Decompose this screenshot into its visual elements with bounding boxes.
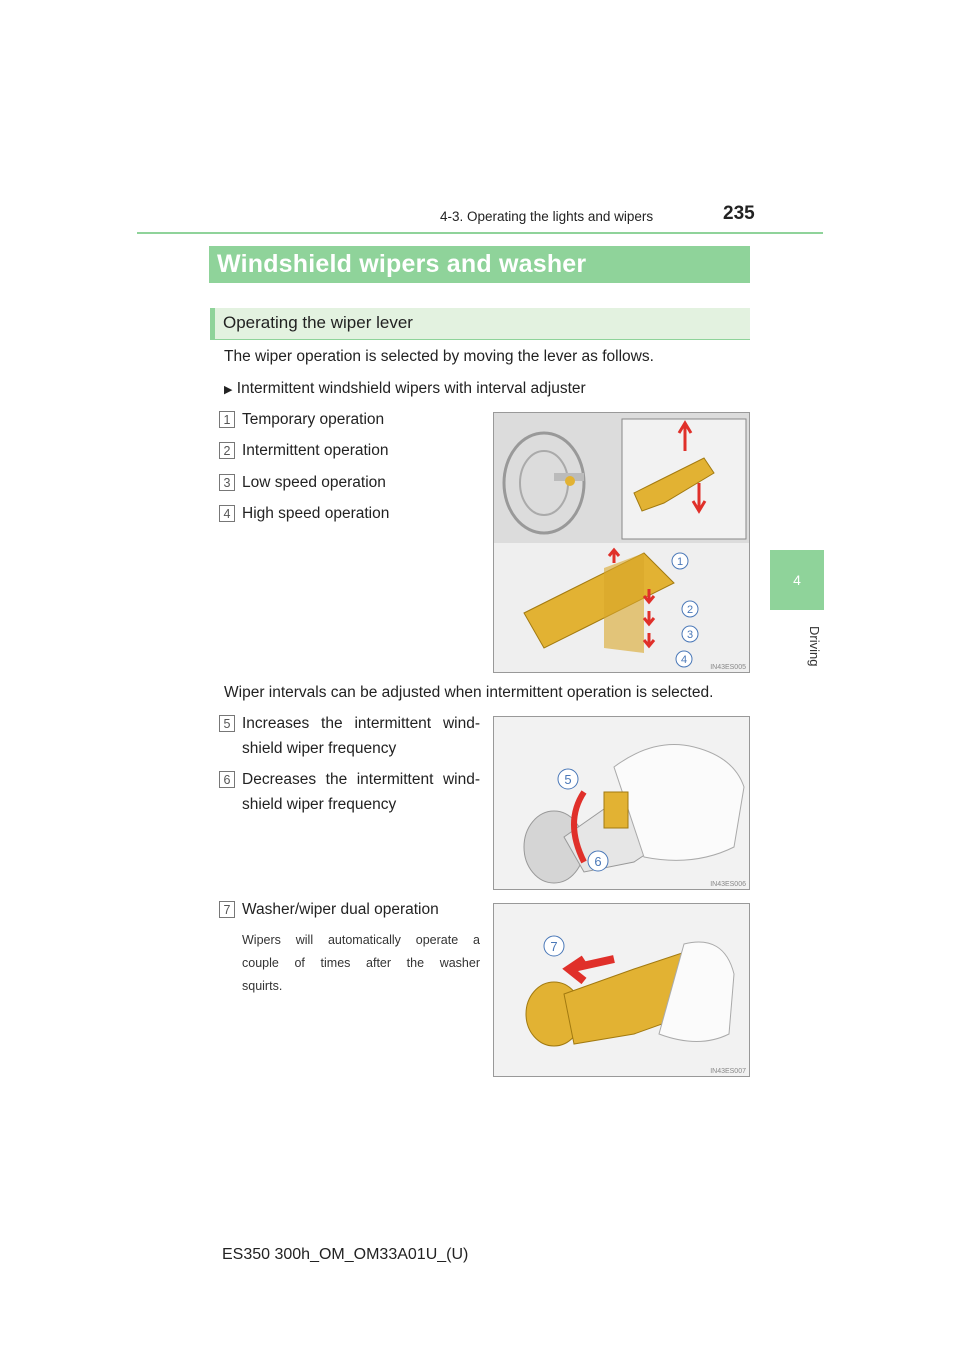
- subsection-title-bar: Operating the wiper lever: [210, 308, 750, 340]
- callout-number: 4: [219, 505, 235, 522]
- figure-code: IN43ES006: [710, 881, 746, 888]
- adjust-label-line2: shield wiper frequency: [242, 740, 397, 757]
- figure-code: IN43ES005: [710, 664, 746, 671]
- wiper-lever-drawing: 1 2 3 4 IN43ES005: [494, 413, 749, 672]
- wiper-lever-illustration: 1 2 3 4 IN43ES005: [493, 412, 750, 673]
- figure-code: IN43ES007: [710, 1068, 746, 1075]
- figure-callout: 4: [681, 654, 687, 666]
- intro-text: The wiper operation is selected by movin…: [224, 348, 654, 365]
- chapter-label: Driving: [807, 625, 822, 667]
- figure-callout: 5: [564, 772, 571, 787]
- figure-callout: 1: [677, 556, 683, 568]
- washer-illustration: 7 IN43ES007: [493, 903, 750, 1077]
- adjust-label-line2: shield wiper frequency: [242, 796, 397, 813]
- adjust-label-line1: Decreases the intermittent wind-: [242, 771, 480, 788]
- running-header: 4-3. Operating the lights and wipers: [440, 209, 654, 224]
- callout-number: 1: [219, 411, 235, 428]
- section-title-bar: Windshield wipers and washer: [209, 246, 750, 283]
- bullet-item: ▶ Intermittent windshield wipers with in…: [224, 378, 586, 401]
- document-code: ES350 300h_OM_OM33A01U_(U): [222, 1246, 469, 1263]
- washer-label: Washer/wiper dual operation: [242, 901, 439, 918]
- figure-callout: 6: [594, 854, 601, 869]
- callout-number: 7: [219, 901, 235, 918]
- washer-drawing: 7 IN43ES007: [494, 904, 749, 1076]
- washer-note-line: Wipers will automatically operate a: [242, 933, 480, 947]
- operation-label: High speed operation: [242, 505, 390, 522]
- triangle-bullet-icon: ▶: [224, 384, 233, 396]
- interval-adjuster-illustration: 5 6 IN43ES006: [493, 716, 750, 890]
- washer-note-line: couple of times after the washer: [242, 956, 480, 970]
- interval-note: Wiper intervals can be adjusted when int…: [224, 684, 714, 701]
- figure-callout: 3: [687, 629, 693, 641]
- callout-number: 5: [219, 715, 235, 732]
- operation-label: Temporary operation: [242, 411, 385, 428]
- chapter-tab: 4: [770, 550, 824, 610]
- callout-number: 6: [219, 771, 235, 788]
- section-title: Windshield wipers and washer: [217, 250, 587, 278]
- subsection-title: Operating the wiper lever: [223, 313, 413, 332]
- interval-adjuster-drawing: 5 6 IN43ES006: [494, 717, 749, 889]
- subsection-marker: [210, 308, 215, 339]
- header-rule: [137, 232, 823, 234]
- figure-callout: 7: [550, 939, 557, 954]
- adjust-label-line1: Increases the intermittent wind-: [242, 715, 480, 732]
- operation-label: Intermittent operation: [242, 442, 389, 459]
- figure-callout: 2: [687, 604, 693, 616]
- callout-number: 2: [219, 442, 235, 459]
- callout-number: 3: [219, 474, 235, 491]
- washer-note-line: squirts.: [242, 979, 283, 993]
- operation-label: Low speed operation: [242, 474, 386, 491]
- bullet-text: Intermittent windshield wipers with inte…: [236, 380, 586, 397]
- page-number: 235: [723, 203, 755, 224]
